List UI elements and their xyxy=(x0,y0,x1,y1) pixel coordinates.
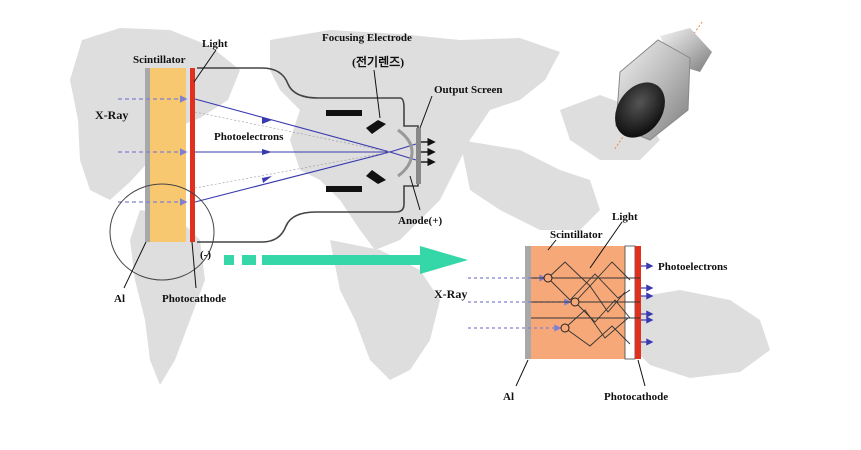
label-xray: X-Ray xyxy=(95,108,128,122)
detail-label-light: Light xyxy=(612,211,638,223)
detail-label-photocathode: Photocathode xyxy=(604,391,668,403)
anode xyxy=(397,128,414,178)
detail-photoelectron-arrows xyxy=(641,262,654,346)
aluminum-layer xyxy=(145,68,150,242)
world-map-background xyxy=(70,28,770,385)
al-pointer xyxy=(123,241,147,289)
output-arrows xyxy=(421,137,436,167)
detail-label-xray: X-Ray xyxy=(434,287,467,301)
detail-diagram xyxy=(468,221,654,387)
zoom-arrow xyxy=(224,246,468,274)
camera-lens-icon xyxy=(613,21,712,151)
detail-label-scintillator: Scintillator xyxy=(550,229,603,241)
label-al: Al xyxy=(114,293,125,305)
detail-al-pointer xyxy=(515,359,529,387)
detail-photocathode-pointer xyxy=(637,359,646,387)
output-screen-pointer xyxy=(419,95,433,129)
label-photoelectrons: Photoelectrons xyxy=(214,131,284,143)
anode-pointer xyxy=(409,175,421,211)
detail-photocathode-layer xyxy=(635,246,641,359)
output-screen xyxy=(416,128,421,184)
detail-light-pointer xyxy=(589,221,623,269)
focusing-electrodes xyxy=(326,110,386,192)
label-photocathode: Photocathode xyxy=(162,293,226,305)
scintillation-events xyxy=(543,273,580,333)
label-focusing-electrode: Focusing Electrode xyxy=(322,32,412,44)
scintillator-block xyxy=(150,68,186,242)
label-output-screen: Output Screen xyxy=(434,84,503,96)
photocathode-layer xyxy=(190,68,195,242)
detail-gap xyxy=(624,245,636,360)
label-focusing-electrode-korean: (전기렌즈) xyxy=(352,54,404,69)
detail-label-photoelectrons: Photoelectrons xyxy=(658,261,728,273)
zoom-circle xyxy=(109,183,215,281)
label-light: Light xyxy=(202,38,228,50)
detail-label-al: Al xyxy=(503,391,514,403)
photocathode-pointer xyxy=(191,241,197,289)
label-cathode-sign: (-) xyxy=(200,249,211,261)
light-pointer xyxy=(193,49,217,83)
label-anode: Anode(+) xyxy=(398,215,442,227)
image-intensifier-tube xyxy=(109,49,436,289)
detail-light-paths xyxy=(531,261,640,347)
focusing-electrode-pointer xyxy=(373,69,381,119)
detail-scintillator-pointer xyxy=(547,239,557,251)
label-scintillator: Scintillator xyxy=(133,54,186,66)
xray-input-arrows xyxy=(118,95,188,206)
light-rays xyxy=(194,111,391,189)
electron-direction-arrows xyxy=(262,117,272,183)
